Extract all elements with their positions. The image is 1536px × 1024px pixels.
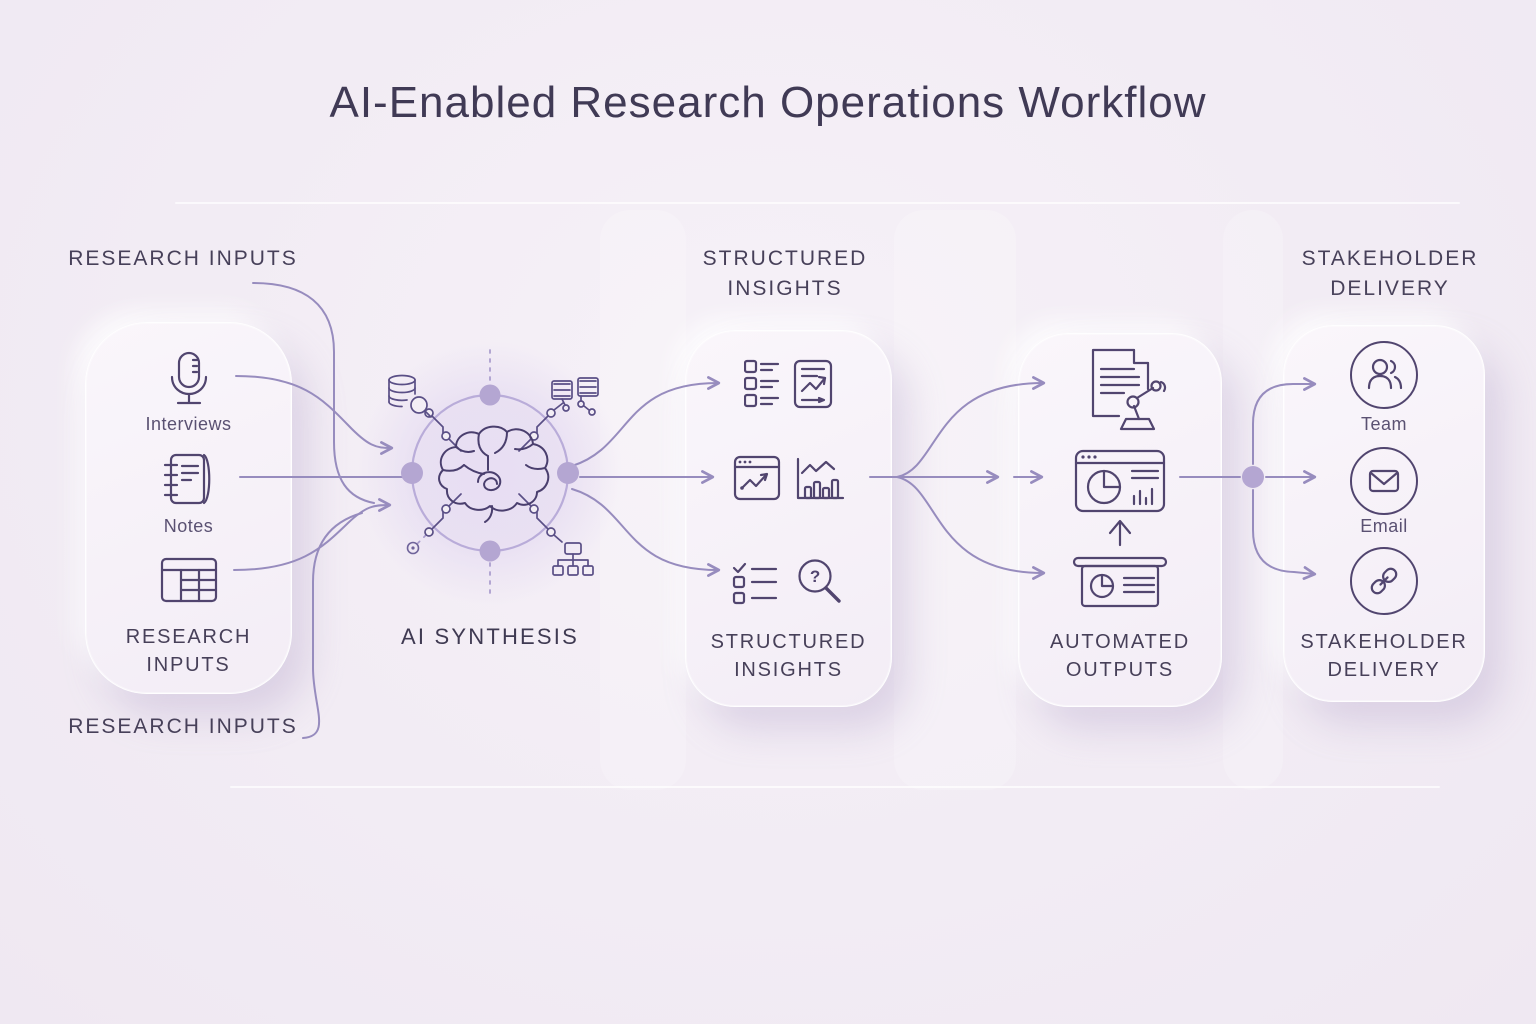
research-inputs-outer-label: RESEARCH INPUTS xyxy=(68,715,298,738)
up-arrow-icon xyxy=(1108,519,1132,547)
org-chart-icon xyxy=(552,542,594,576)
bottom-divider xyxy=(230,786,1440,788)
research-inputs-heading: RESEARCH INPUTS xyxy=(68,247,298,270)
structured-insights-heading: STRUCTURED INSIGHTS xyxy=(702,247,868,301)
interviews-label: Interviews xyxy=(145,414,232,434)
team-circle xyxy=(1350,341,1418,409)
insights-row-3: ? xyxy=(689,555,889,609)
bar-chart-icon xyxy=(796,457,844,500)
insights-row-2 xyxy=(689,455,889,501)
insights-row-1 xyxy=(694,358,884,410)
magnifier-question-icon: ? xyxy=(797,559,841,603)
top-divider xyxy=(175,202,1460,204)
database-search-icon xyxy=(388,374,432,418)
structured-insights-card: ? STRUCTURED INSIGHTS xyxy=(685,330,892,707)
browser-trend-icon xyxy=(733,455,780,501)
structured-insights-card-label: STRUCTURED INSIGHTS xyxy=(710,631,867,682)
stakeholder-delivery-card: Team Email STAKEHOLDER DELIVERY xyxy=(1283,325,1485,702)
glass-seam xyxy=(894,210,1016,790)
automated-outputs-card-label: AUTOMATED OUTPUTS xyxy=(1050,631,1190,682)
notebook-icon xyxy=(163,453,210,505)
team-icon xyxy=(1367,358,1403,390)
trend-report-icon xyxy=(793,359,832,409)
todo-list-icon xyxy=(732,562,777,605)
brain-circuit-icon xyxy=(416,402,564,543)
presentation-icon xyxy=(1072,556,1168,608)
document-robot-icon xyxy=(1091,348,1167,431)
link-icon xyxy=(1370,567,1398,595)
brain-icon xyxy=(438,425,550,523)
microphone-icon xyxy=(170,351,207,405)
dashboard-icon xyxy=(1074,449,1166,513)
notes-label: Notes xyxy=(163,516,214,536)
email-icon xyxy=(1368,469,1400,493)
question-glyph: ? xyxy=(809,567,819,586)
team-label: Team xyxy=(1360,414,1408,434)
research-inputs-card: Interviews Notes RESEARCH INPUTS xyxy=(85,322,292,694)
email-label: Email xyxy=(1360,516,1408,536)
research-inputs-card-label: RESEARCH INPUTS xyxy=(125,626,252,677)
checkbox-list-icon xyxy=(743,359,779,408)
spreadsheet-icon xyxy=(160,557,217,603)
link-circle xyxy=(1350,547,1418,615)
ai-synthesis-label: AI SYNTHESIS xyxy=(401,624,579,649)
stakeholder-delivery-heading: STAKEHOLDER DELIVERY xyxy=(1301,247,1479,301)
data-records-icon xyxy=(551,377,599,416)
hub-glow xyxy=(358,341,622,605)
node-icon xyxy=(406,541,420,555)
stakeholder-delivery-card-label: STAKEHOLDER DELIVERY xyxy=(1300,631,1468,682)
email-circle xyxy=(1350,447,1418,515)
page-title: AI-Enabled Research Operations Workflow xyxy=(329,78,1207,127)
automated-outputs-card: AUTOMATED OUTPUTS xyxy=(1018,333,1222,707)
